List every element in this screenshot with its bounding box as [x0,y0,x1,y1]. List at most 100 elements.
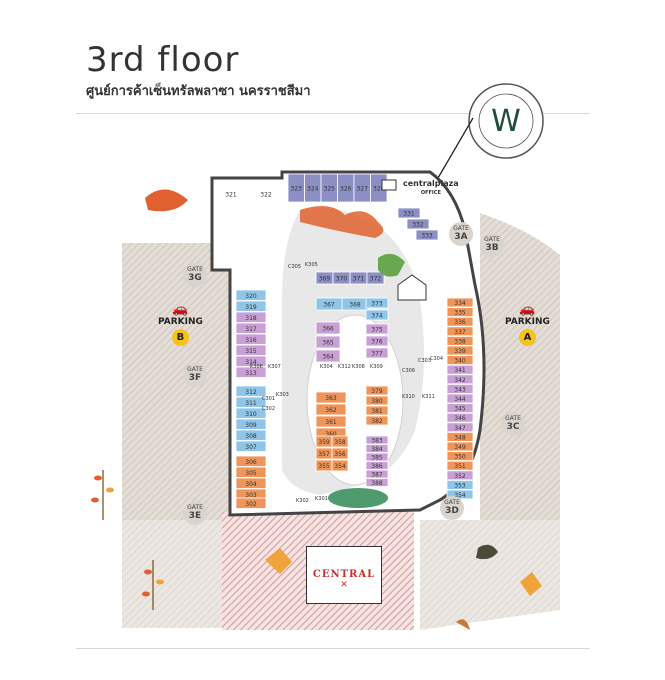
shop-unit-380[interactable] [365,395,389,406]
shop-unit-385[interactable] [365,452,389,462]
shop-unit-318[interactable] [235,311,267,323]
shop-unit-345[interactable] [446,403,474,414]
shop-unit-353[interactable] [446,479,474,490]
shop-unit-386[interactable] [365,461,389,470]
shop-unit-339[interactable] [446,345,474,356]
shop-unit-348[interactable] [446,431,474,442]
shop-unit-361[interactable] [315,415,347,428]
shop-unit-311[interactable] [235,396,267,408]
shop-unit-351[interactable] [446,460,474,471]
shop-unit-379[interactable] [365,385,389,396]
shop-unit-309[interactable] [235,418,267,430]
shop-unit-366[interactable] [315,321,341,335]
kiosk-label: K302 [296,498,309,504]
shop-unit-338[interactable] [446,335,474,346]
shop-unit-377[interactable] [365,347,389,359]
shop-unit-381[interactable] [365,405,389,416]
shop-unit-356[interactable] [331,447,349,460]
shop-unit-342[interactable] [446,374,474,385]
shop-unit-321[interactable] [213,179,249,209]
shop-unit-312[interactable] [235,385,267,397]
shop-unit-335[interactable] [446,307,474,318]
shop-unit-384[interactable] [365,444,389,453]
shop-unit-336[interactable] [446,316,474,327]
shop-unit-373[interactable] [365,297,389,309]
kiosk-label: K306 [250,364,263,370]
shop-unit-305[interactable] [235,466,267,478]
shop-unit-347[interactable] [446,422,474,433]
school-logo-icon: W [468,83,544,159]
shop-unit-label: 359 [318,439,330,446]
shop-unit-313[interactable] [235,366,267,378]
shop-unit-322[interactable] [247,179,285,209]
shop-unit-label: 356 [334,451,346,458]
shop-unit-352[interactable] [446,470,474,481]
shop-unit-346[interactable] [446,412,474,423]
shop-unit-343[interactable] [446,383,474,394]
shop-unit-label: 333 [421,233,433,240]
shop-unit-306[interactable] [235,455,267,467]
central-store-label[interactable]: CENTRAL ✕ [306,546,382,604]
shop-unit-332[interactable] [406,218,430,230]
shop-unit-375[interactable] [365,323,389,335]
shop-unit-304[interactable] [235,477,267,489]
shop-unit-340[interactable] [446,355,474,366]
shop-unit-372[interactable] [366,271,385,285]
shop-unit-302[interactable] [235,497,267,509]
shop-unit-307[interactable] [235,440,267,452]
parking-b-badge[interactable]: 🚗 PARKING B [158,302,203,346]
shop-unit-316[interactable] [235,333,267,345]
shop-unit-350[interactable] [446,451,474,462]
shop-unit-376[interactable] [365,335,389,347]
shop-unit-320[interactable] [235,289,267,301]
shop-unit-label: 357 [318,451,330,458]
shop-unit-317[interactable] [235,322,267,334]
shop-unit-310[interactable] [235,407,267,419]
gate-word: GATE [484,236,500,243]
shop-unit-344[interactable] [446,393,474,404]
shop-unit-365[interactable] [315,335,341,349]
shop-unit-349[interactable] [446,441,474,452]
shop-unit-label: 315 [245,348,257,355]
shop-unit-label: 327 [357,186,369,193]
shop-unit-label: 310 [245,411,257,418]
shop-unit-label: 360 [325,431,337,438]
shop-unit-388[interactable] [365,478,389,487]
shop-unit-334[interactable] [446,297,474,308]
parking-area-right [480,213,560,520]
shop-unit-314[interactable] [235,355,267,367]
shop-unit-364[interactable] [315,349,341,363]
shop-unit-337[interactable] [446,326,474,337]
gate-word: GATE [453,225,469,232]
shop-unit-374[interactable] [365,309,389,321]
parking-a-badge[interactable]: 🚗 PARKING A [505,302,550,346]
shop-unit-383[interactable] [365,435,389,445]
central-plaza-office-label: centralplaza OFFICE [403,180,459,197]
parking-b-letter: B [171,329,189,346]
shop-unit-363[interactable] [315,391,347,404]
gate-code: 3G [188,273,202,283]
shop-unit-319[interactable] [235,300,267,312]
shop-unit-label: 379 [371,388,383,395]
kiosk-label: C304 [430,356,443,362]
shop-unit-341[interactable] [446,364,474,375]
shop-unit-362[interactable] [315,403,347,416]
shop-unit-387[interactable] [365,469,389,479]
shop-unit-308[interactable] [235,429,267,441]
shop-unit-label: 305 [245,470,257,477]
shop-unit-354[interactable] [331,459,349,472]
shop-unit-315[interactable] [235,344,267,356]
shop-unit-331[interactable] [397,207,421,219]
gate-code: 3C [506,422,520,432]
shop-unit-333[interactable] [415,229,439,241]
shop-unit-382[interactable] [365,415,389,426]
shop-unit-358[interactable] [331,435,349,448]
